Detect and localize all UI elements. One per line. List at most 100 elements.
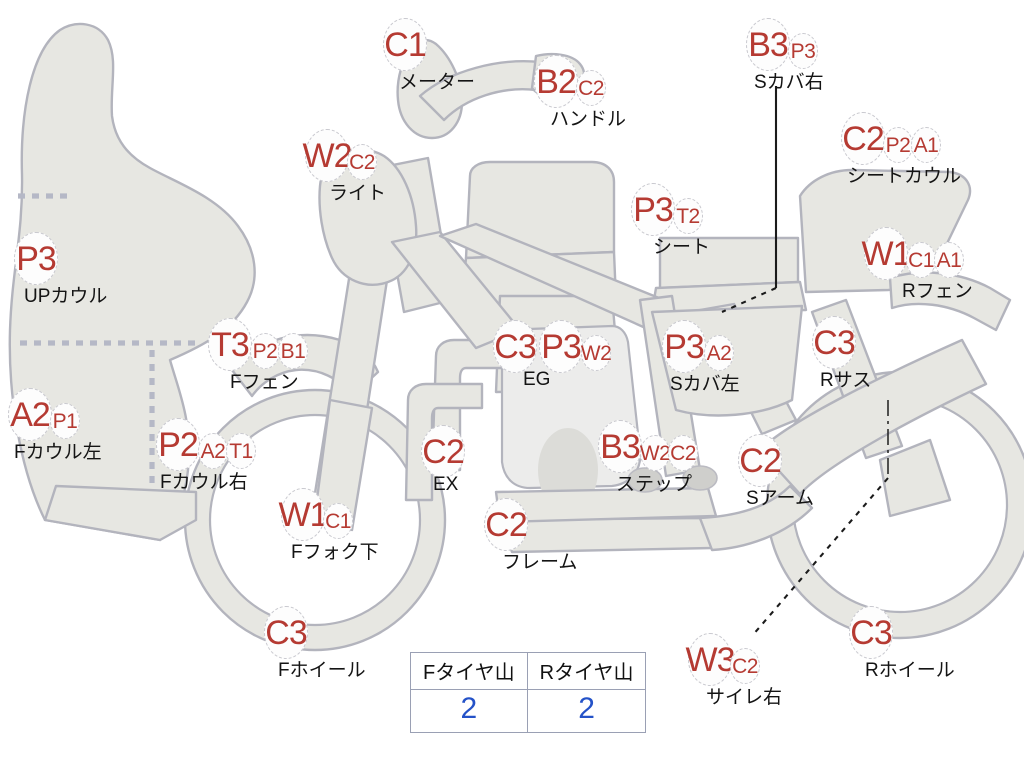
swing-arm-hub-shape [878,438,952,518]
grade-badge[interactable]: T1 [226,433,256,469]
grade-badge[interactable]: W1 [862,227,912,280]
step-peg-right-shape [682,465,718,491]
marker-front-wheel[interactable]: C3 Fホイール [264,606,366,682]
grade-badge[interactable]: B3 [746,18,790,71]
marker-caption: サイレ右 [706,687,783,708]
grade-badge[interactable]: T3 [208,318,252,371]
grade-badge[interactable]: A1 [911,127,941,163]
table-value-row: 2 2 [410,689,647,733]
marker-caption: EG [523,369,551,390]
grade-badge[interactable]: A2 [704,335,734,371]
grade-badge[interactable]: C2 [738,434,782,487]
marker-rear-wheel[interactable]: C3 Rホイール [849,606,955,682]
marker-handle[interactable]: B2 C2 ハンドル [534,55,626,131]
grade-badge[interactable]: C3 [264,606,308,659]
marker-rear-wheel-badges: C3 [849,606,893,659]
marker-light[interactable]: W2 C2 ライト [303,129,386,205]
marker-caption: Rホイール [865,660,955,681]
marker-front-fender-badges: T3 P2 B1 [208,318,308,371]
marker-up-cowl[interactable]: P3 UPカウル [14,232,107,308]
leader-line-silencer [751,477,889,637]
marker-caption: Sカバ左 [670,374,740,395]
marker-step[interactable]: B3 W2 C2 ステップ [598,420,698,496]
grade-badge[interactable]: W1 [279,488,329,541]
grade-badge[interactable]: A2 [8,388,52,441]
marker-front-cowl-right[interactable]: P2 A2 T1 Fカウル右 [156,418,256,494]
swing-arm-shape [758,338,988,496]
grade-badge[interactable]: C2 [668,435,698,471]
marker-exhaust-badges: C2 [421,425,465,478]
marker-caption: Fカウル左 [14,442,102,463]
marker-front-cowl-left[interactable]: A2 P1 Fカウル左 [8,388,102,464]
marker-caption: ステップ [616,474,693,495]
grade-badge[interactable]: W2 [640,435,671,471]
frame-rear-shape [698,484,814,552]
marker-side-cover-right-badges: B3 P3 [746,18,818,71]
marker-seat[interactable]: P3 T2 シート [631,183,710,259]
grade-badge[interactable]: C3 [493,320,537,373]
marker-exhaust[interactable]: C2 EX [421,425,465,496]
grade-badge[interactable]: W2 [581,335,612,371]
grade-badge[interactable]: C1 [323,503,353,539]
grade-badge[interactable]: A1 [934,242,964,278]
grade-badge[interactable]: C1 [383,18,427,71]
marker-front-fork-lower[interactable]: W1 C1 Fフォク下 [279,488,379,564]
marker-caption: メーター [399,72,476,93]
marker-silencer-right[interactable]: W3 C2 サイレ右 [686,633,783,709]
marker-seat-cowl[interactable]: C2 P2 A1 シートカウル [841,112,961,188]
grade-badge[interactable]: P3 [631,183,675,236]
marker-rear-suspension[interactable]: C3 Rサス [812,316,871,392]
marker-light-badges: W2 C2 [303,129,377,182]
marker-caption: ハンドル [550,109,627,130]
grade-badge[interactable]: P2 [250,333,280,369]
grade-badge[interactable]: C2 [484,498,528,551]
table-header-row: Fタイヤ山 Rタイヤ山 [410,652,647,690]
grade-badge[interactable]: P1 [50,403,80,439]
marker-engine[interactable]: C3 P3 W2 EG [493,320,612,391]
marker-silencer-right-badges: W3 C2 [686,633,760,686]
grade-badge[interactable]: B1 [278,333,308,369]
marker-front-fork-lower-badges: W1 C1 [279,488,353,541]
grade-badge[interactable]: P3 [788,33,818,69]
marker-caption: Sアーム [746,488,814,509]
marker-seat-badges: P3 T2 [631,183,703,236]
marker-engine-badges: C3 P3 W2 [493,320,612,373]
grade-badge[interactable]: W3 [686,633,736,686]
marker-front-cowl-left-badges: A2 P1 [8,388,80,441]
grade-badge[interactable]: A2 [198,433,228,469]
marker-caption: EX [433,474,459,495]
marker-seat-cowl-badges: C2 P2 A1 [841,112,941,165]
marker-step-badges: B3 W2 C2 [598,420,698,473]
marker-rear-fender[interactable]: W1 C1 A1 Rフェン [862,227,973,303]
grade-badge[interactable]: P2 [156,418,200,471]
marker-caption: フレーム [502,552,578,573]
grade-badge[interactable]: C3 [812,316,856,369]
tire-front-header: Fタイヤ山 [410,652,528,690]
grade-badge[interactable]: C2 [576,70,606,106]
grade-badge[interactable]: C2 [841,112,885,165]
marker-side-cover-right[interactable]: B3 P3 Sカバ右 [746,18,824,94]
marker-side-cover-left[interactable]: P3 A2 Sカバ左 [662,320,740,396]
exhaust-pipe2-shape [404,382,484,502]
grade-badge[interactable]: P2 [883,127,913,163]
grade-badge[interactable]: B2 [534,55,578,108]
grade-badge[interactable]: P3 [14,232,58,285]
grade-badge[interactable]: C2 [730,648,760,684]
marker-caption: Fフォク下 [291,542,379,563]
marker-frame[interactable]: C2 フレーム [484,498,577,574]
grade-badge[interactable]: B3 [598,420,642,473]
grade-badge[interactable]: T2 [673,198,703,234]
marker-swing-arm[interactable]: C2 Sアーム [738,434,814,510]
marker-front-fender[interactable]: T3 P2 B1 Fフェン [208,318,308,394]
marker-caption: Fカウル右 [160,472,248,493]
grade-badge[interactable]: W2 [303,129,353,182]
marker-side-cover-left-badges: P3 A2 [662,320,734,373]
grade-badge[interactable]: C2 [347,144,377,180]
grade-badge[interactable]: C2 [421,425,465,478]
grade-badge[interactable]: C3 [849,606,893,659]
grade-badge[interactable]: P3 [539,320,583,373]
grade-badge[interactable]: P3 [662,320,706,373]
marker-meter[interactable]: C1 メーター [383,18,475,94]
grade-badge[interactable]: C1 [906,242,936,278]
